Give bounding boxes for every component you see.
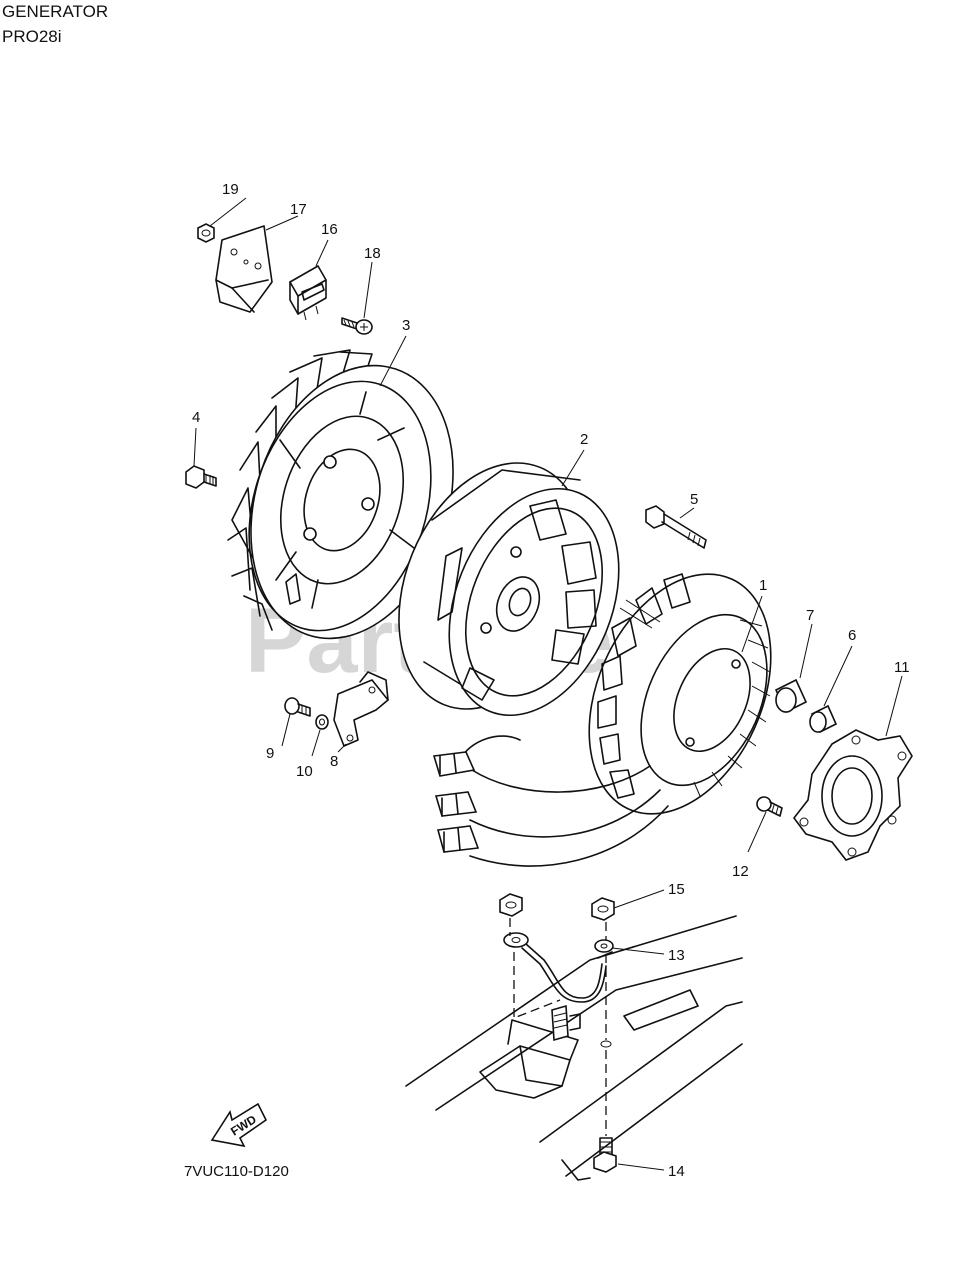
part-2-rotor[interactable] — [364, 435, 650, 741]
callout-16: 16 — [321, 221, 338, 238]
callout-numbers: 19 17 16 18 3 4 2 5 1 7 6 11 9 10 8 12 1… — [192, 181, 910, 1180]
part-6-bush[interactable] — [809, 704, 838, 734]
callout-14: 14 — [668, 1163, 685, 1180]
callout-18: 18 — [364, 245, 381, 262]
header-category: GENERATOR — [2, 2, 109, 21]
part-19-nut[interactable] — [197, 223, 215, 243]
part-8-bracket[interactable] — [333, 671, 389, 747]
callout-12: 12 — [732, 863, 749, 880]
frame-base — [405, 915, 743, 1181]
fwd-arrow-icon: FWD — [210, 1102, 268, 1148]
connector-plugs — [432, 751, 480, 853]
assembly-lines — [509, 599, 661, 1136]
callout-10: 10 — [296, 763, 313, 780]
callout-19: 19 — [222, 181, 239, 198]
ground-wire — [503, 932, 613, 1003]
callout-1: 1 — [759, 577, 767, 594]
callout-9: 9 — [266, 745, 274, 762]
part-1-stator[interactable] — [554, 546, 806, 843]
part-10-washer[interactable] — [315, 714, 329, 730]
callout-4: 4 — [192, 409, 200, 426]
callout-6: 6 — [848, 627, 856, 644]
stator-wire-harness — [459, 735, 669, 867]
part-12-screw[interactable] — [756, 796, 783, 817]
part-16-connector[interactable] — [289, 265, 327, 321]
part-18-screw[interactable] — [341, 317, 373, 335]
part-13-washer[interactable] — [594, 939, 614, 953]
part-5-long-bolt[interactable] — [645, 505, 707, 549]
diagram-code: 7VUC110-D120 — [184, 1163, 289, 1180]
callout-5: 5 — [690, 491, 698, 508]
callout-15: 15 — [668, 881, 685, 898]
callout-17: 17 — [290, 201, 307, 218]
callout-11: 11 — [894, 659, 910, 676]
callout-8: 8 — [330, 753, 338, 770]
frame-hole — [600, 1040, 612, 1048]
callout-13: 13 — [668, 947, 685, 964]
callout-2: 2 — [580, 431, 588, 448]
part-11-bracket[interactable] — [792, 729, 913, 861]
leader-lines — [193, 197, 903, 1171]
part-9-bolt[interactable] — [284, 697, 311, 717]
nut-left — [499, 893, 523, 917]
header-model: PRO28i — [2, 27, 62, 46]
part-14-bolt[interactable] — [593, 1137, 617, 1173]
part-17-bracket[interactable] — [215, 225, 273, 313]
callout-3: 3 — [402, 317, 410, 334]
part-4-bolt[interactable] — [185, 465, 217, 489]
part-15-nut[interactable] — [591, 897, 615, 921]
callout-7: 7 — [806, 607, 814, 624]
part-7-collar[interactable] — [774, 678, 808, 714]
frame-stud — [551, 1004, 581, 1042]
